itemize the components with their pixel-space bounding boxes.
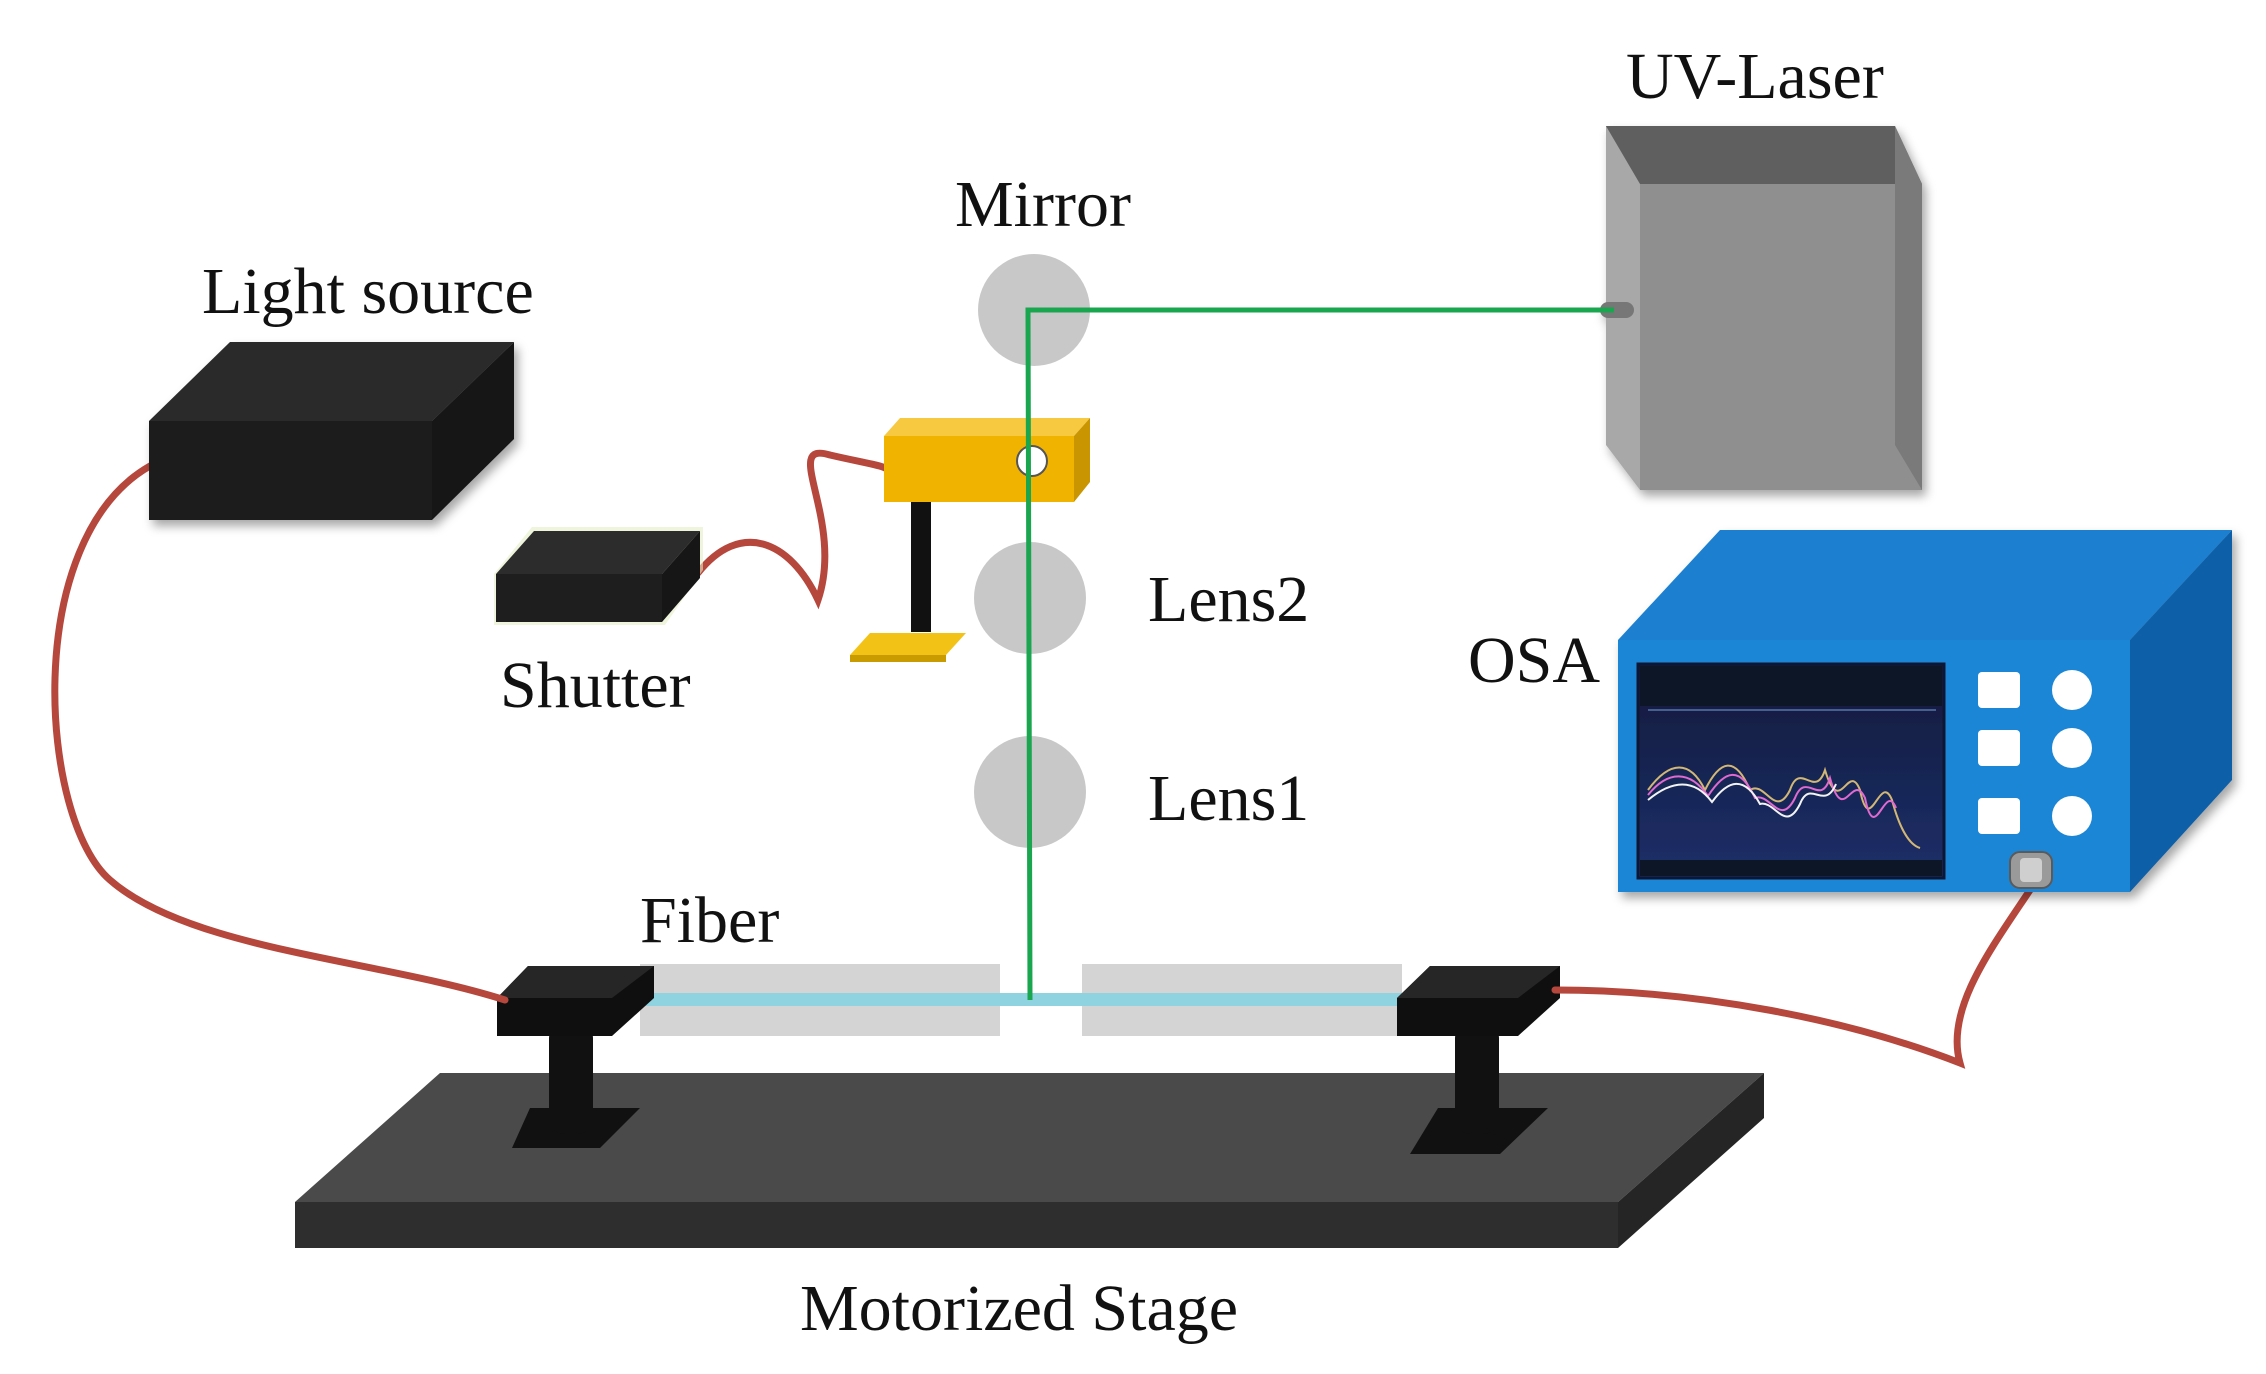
label-fiber: Fiber: [640, 884, 779, 957]
fiber-clamp-left: [497, 966, 654, 1148]
fiber-connector-icon: [2009, 851, 2053, 889]
labels: UV-Laser Mirror Light source Shutter Len…: [202, 40, 1884, 1345]
label-lens1: Lens1: [1148, 762, 1309, 835]
label-uv-laser: UV-Laser: [1626, 40, 1884, 113]
label-lens2: Lens2: [1148, 563, 1309, 636]
holder-aperture: [1016, 445, 1048, 477]
label-motorized-stage: Motorized Stage: [800, 1272, 1238, 1345]
uv-beam: [1025, 307, 1614, 1001]
shutter-box: [494, 527, 703, 625]
light-source-box: [149, 342, 514, 520]
optical-fiber: [640, 993, 1402, 1006]
fiber-assembly: [640, 964, 1402, 1036]
osa-instrument: [1618, 530, 2232, 892]
square-button: [1978, 798, 2020, 834]
label-osa: OSA: [1468, 624, 1600, 697]
square-button: [1978, 672, 2020, 708]
motorized-stage: [295, 1073, 1764, 1248]
cables: [51, 449, 2034, 1069]
circle-button: [2052, 728, 2092, 768]
label-mirror: Mirror: [955, 168, 1131, 241]
osa-buttons: [1978, 670, 2092, 836]
laser-aperture: [1600, 302, 1634, 318]
cable-fiber-to-osa: [1551, 886, 2034, 1069]
uv-laser-box: [1600, 126, 1922, 490]
circle-button: [2052, 670, 2092, 710]
optics: [974, 254, 1090, 848]
fiber-holder-stand: [850, 418, 1090, 662]
fiber-clamp-right: [1397, 966, 1560, 1154]
circle-button: [2052, 796, 2092, 836]
cable-lightsource-to-fiber: [51, 462, 509, 1004]
label-light-source: Light source: [202, 255, 534, 328]
osa-spectrum-traces: [1647, 709, 1936, 849]
cable-shutter-to-holder: [694, 449, 889, 610]
label-shutter: Shutter: [500, 649, 691, 722]
square-button: [1978, 730, 2020, 766]
